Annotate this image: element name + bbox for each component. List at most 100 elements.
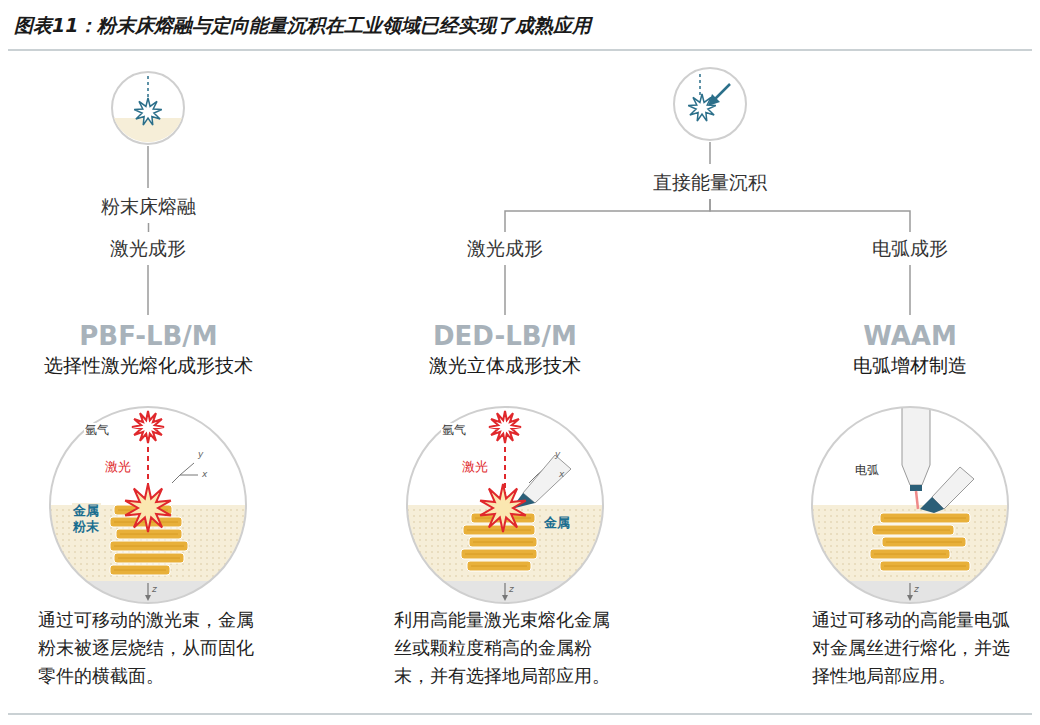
axis-x	[180, 475, 198, 476]
description-text: 利用高能量激光束熔化金属丝或颗粒度稍高的金属粉末，并有选择地局部应用。	[394, 606, 616, 690]
icon-circle	[112, 72, 184, 144]
title-rule	[8, 49, 1032, 51]
illustration	[810, 405, 1010, 605]
bottom-rule	[8, 713, 1032, 715]
layer-texture	[467, 530, 531, 531]
connector-line	[909, 265, 911, 315]
category-label: 直接能量沉积	[653, 170, 767, 195]
metal-layer	[872, 525, 954, 535]
icon-stem	[147, 146, 149, 188]
layer-texture	[118, 558, 180, 559]
illustration	[48, 411, 248, 605]
description-text: 通过可移动的高能量电弧对金属丝进行熔化，并选择性地局部应用。	[812, 606, 1012, 690]
layer-texture	[886, 542, 962, 543]
axis-back	[172, 475, 180, 483]
layer-texture	[114, 546, 184, 547]
icon-arrow	[714, 84, 730, 100]
laser-label: 激光	[461, 459, 489, 475]
build-plate	[810, 581, 1010, 605]
layer-texture	[114, 570, 166, 571]
z-axis-head	[502, 595, 508, 601]
circle-outline	[812, 407, 1008, 603]
laser-source	[489, 411, 521, 443]
layer-texture	[874, 554, 946, 555]
laser-label: 激光	[104, 459, 132, 475]
wire-tip	[920, 497, 944, 513]
technique-code: DED-LB/M	[429, 319, 581, 353]
gas-label: 氩气	[441, 423, 467, 438]
build-plate	[405, 581, 605, 605]
process-circle: 氩气激光金属 粉末	[48, 405, 248, 605]
process-label: 激光成形	[461, 232, 549, 265]
powder-bed	[810, 505, 1010, 581]
metal-layer	[882, 537, 966, 547]
metal-layer	[463, 525, 535, 535]
metal-layer	[461, 549, 537, 559]
layer-texture	[473, 542, 533, 543]
technique-name: 选择性激光熔化成形技术	[44, 353, 253, 378]
torch-tip	[910, 485, 922, 491]
process-circle: 电弧	[810, 405, 1010, 605]
arc-torch	[902, 405, 930, 485]
process-label: 直接能量沉积	[647, 166, 773, 199]
description-text: 通过可移动的激光束，金属粉末被逐层烧结，从而固化零件的横截面。	[38, 606, 260, 690]
icon-star	[134, 98, 162, 125]
icon-powder	[114, 118, 182, 142]
icon-beam	[147, 76, 149, 100]
axis-label: x	[559, 469, 564, 479]
layer-texture	[465, 554, 533, 555]
axis-y	[180, 463, 194, 475]
process-circle: 氩气激光金属	[405, 405, 605, 605]
z-axis	[147, 583, 148, 597]
category-label: 粉末床熔融	[101, 194, 196, 219]
icon-beam	[699, 74, 701, 98]
axis-label: y	[555, 449, 560, 459]
icon-circle	[674, 68, 746, 140]
laser-source	[132, 411, 164, 443]
connector-line	[505, 199, 710, 232]
axis-label: z	[914, 584, 919, 594]
process-label: WAAM电弧增材制造	[847, 315, 973, 382]
layer-texture	[120, 534, 178, 535]
chart-title: 图表11：粉末床熔融与定向能量沉积在工业领域已经实现了成熟应用	[14, 12, 591, 38]
process-label: 激光成形	[104, 232, 192, 265]
melt-pool	[480, 484, 526, 532]
layer-texture	[884, 518, 966, 519]
category-label: 电弧成形	[872, 236, 948, 261]
z-axis-head	[907, 595, 913, 601]
circle-outline-svg	[810, 405, 1010, 605]
circle-outline	[407, 407, 603, 603]
layer-texture	[471, 566, 527, 567]
melt-pool	[125, 484, 171, 532]
process-label: PBF-LB/M选择性激光熔化成形技术	[38, 315, 259, 382]
category-label: 激光成形	[467, 236, 543, 261]
process-label: DED-LB/M激光立体成形技术	[423, 315, 587, 382]
technique-name: 电弧增材制造	[853, 353, 967, 378]
process-label: 粉末床熔融	[95, 190, 202, 223]
connector-line	[147, 265, 149, 315]
metal-layer	[870, 549, 950, 559]
z-axis	[909, 583, 910, 597]
technique-name: 激光立体成形技术	[429, 353, 581, 378]
metal-layer	[469, 537, 537, 547]
wire-feeder	[932, 467, 974, 509]
gas-label: 电弧	[854, 463, 880, 478]
connector-line	[148, 223, 150, 232]
metal-label: 金属	[543, 515, 572, 531]
powder-nozzle	[523, 455, 571, 503]
metal-layer	[467, 561, 531, 571]
axis-label: y	[198, 449, 203, 459]
metal-label: 金属 粉末	[72, 503, 101, 535]
metal-layer	[110, 565, 170, 575]
build-plate	[48, 581, 248, 605]
connector-line	[504, 265, 506, 315]
axis-label: z	[152, 584, 157, 594]
connector-line	[710, 199, 910, 232]
icon-star	[688, 94, 716, 121]
circle-outline	[50, 407, 246, 603]
gas-label: 氩气	[84, 423, 110, 438]
powder-texture	[810, 505, 1010, 581]
metal-layer	[880, 561, 970, 571]
technique-code: WAAM	[853, 319, 967, 353]
process-label: 电弧成形	[866, 232, 954, 265]
